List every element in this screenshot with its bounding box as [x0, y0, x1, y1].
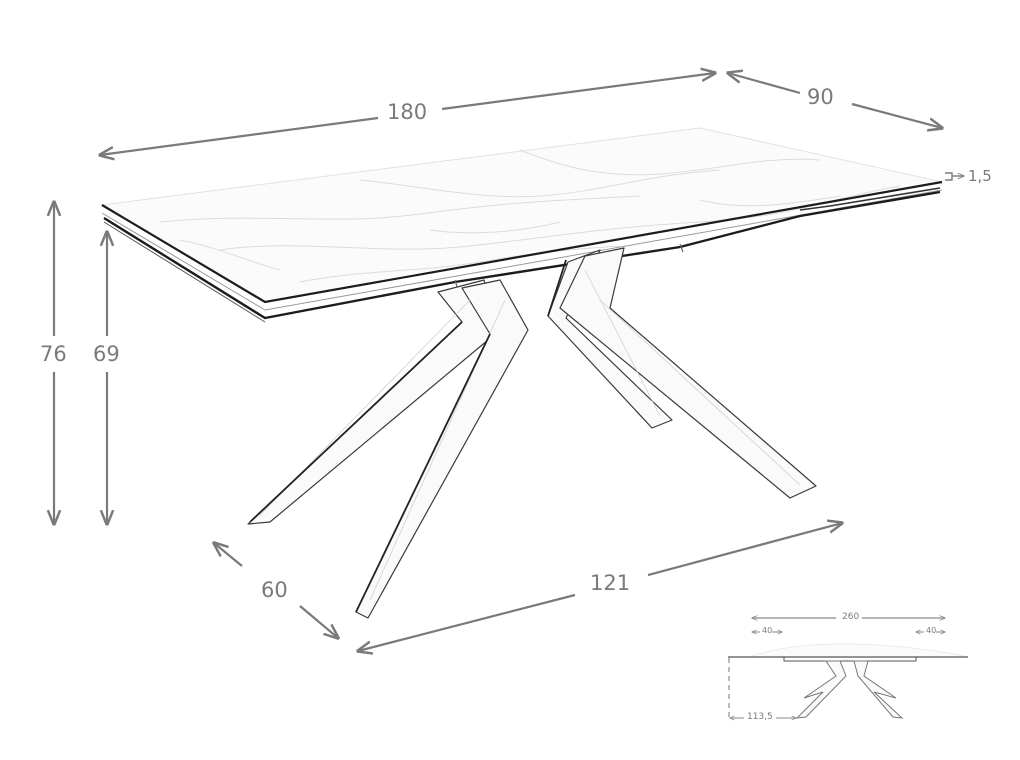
dimension-clearance-height-label: 69	[93, 342, 120, 366]
dimension-length-label: 180	[387, 100, 428, 124]
dimension-extension-right-label: 40	[926, 626, 937, 635]
dimension-thickness-label: 1,5	[968, 167, 992, 185]
dimension-leg-span-label: 121	[590, 571, 631, 595]
leg-dark-edges	[249, 259, 567, 613]
dimension-lines	[54, 73, 964, 651]
dimension-leg-depth-label: 60	[261, 578, 288, 602]
dimension-leg-offset-label: 113,5	[747, 712, 773, 722]
dimension-total-height-label: 76	[40, 342, 67, 366]
extended-view-inset	[728, 618, 968, 718]
table-top	[100, 127, 943, 323]
dimension-width-label: 90	[807, 85, 834, 109]
dimension-extended-length-label: 260	[842, 612, 860, 622]
dimension-extension-left-label: 40	[762, 626, 773, 635]
table-legs	[247, 247, 817, 619]
